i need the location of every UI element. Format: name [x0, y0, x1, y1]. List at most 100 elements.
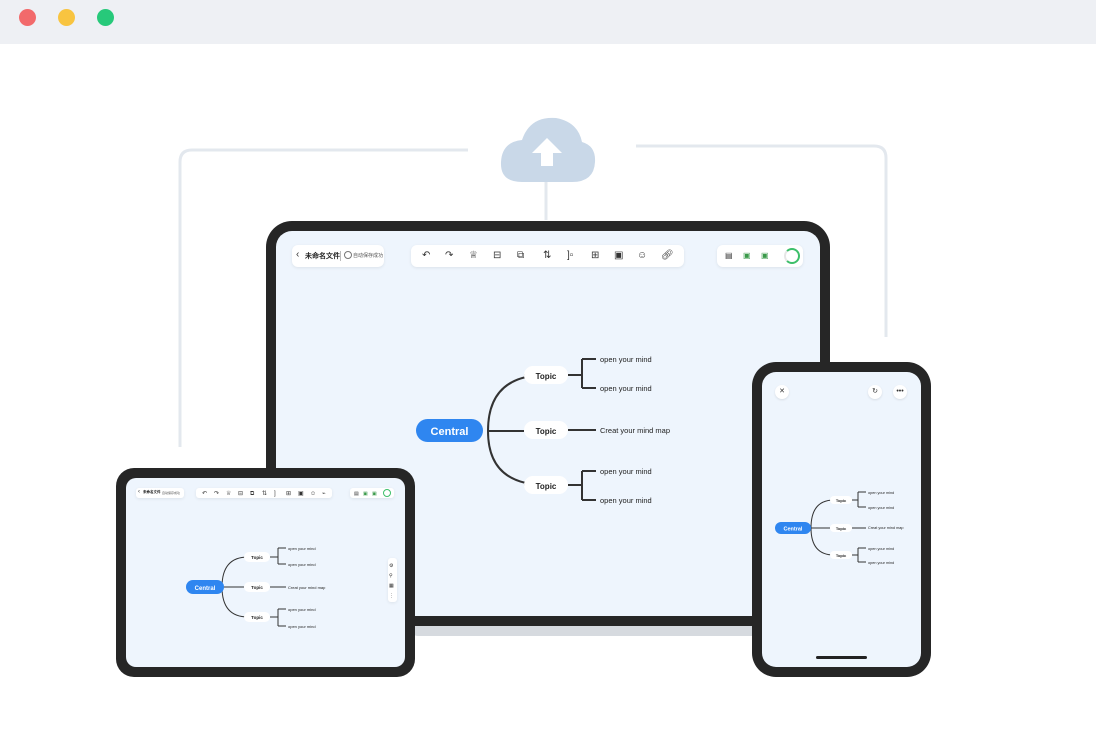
topic-label: Topic	[836, 526, 847, 531]
subtopic-label: open your mind	[868, 547, 894, 551]
topic-node	[244, 552, 270, 562]
save-status: 自动保存成功	[162, 490, 181, 495]
connector-left-line	[178, 148, 468, 447]
emoji-icon[interactable]: ☺	[637, 250, 648, 261]
topic-label: Topic	[251, 615, 263, 620]
subtopic-label: open your mind	[288, 607, 316, 612]
sibling-icon[interactable]: ⇅	[262, 491, 268, 497]
subtopic-icon[interactable]: ⊟	[493, 250, 502, 261]
home-indicator[interactable]	[816, 656, 867, 659]
avatar[interactable]	[383, 489, 391, 497]
save-check-icon	[344, 251, 352, 259]
avatar[interactable]	[784, 248, 800, 264]
more-icon[interactable]: ⋮	[389, 593, 394, 599]
connector-right-line	[636, 144, 888, 337]
subtopic-label: open your mind	[868, 506, 894, 510]
undo-icon[interactable]: ↶	[202, 491, 208, 497]
undo-icon[interactable]: ↶	[422, 250, 431, 261]
tablet-mindmap: Central Topic Topic Topic open your mind…	[186, 546, 326, 629]
tablet-title-bar: ‹ 未命名文件 自动保存成功	[136, 488, 184, 498]
sync-icon[interactable]: ↻	[868, 385, 882, 399]
sibling-icon[interactable]: ⇅	[543, 250, 552, 261]
theme-icon[interactable]: ♕	[469, 250, 478, 261]
close-window-button[interactable]	[19, 9, 36, 26]
tablet-screen: ‹ 未命名文件 自动保存成功 ↶ ↷ ♕ ⊟ ⧉ ⇅ ] ⊞ ▣ ☺ ⌁ ▤ ▣…	[126, 478, 405, 667]
topic-label: Topic	[836, 498, 847, 503]
subtopic-label: Creat your mind map	[288, 585, 326, 590]
subtopic-label: open your mind	[288, 562, 316, 567]
laptop-right-toolbar: ▤ ▣ ▣	[717, 245, 803, 267]
subtopic-label: open your mind	[868, 491, 894, 495]
topic-label: Topic	[251, 585, 263, 590]
subtopic-label: open your mind	[288, 546, 316, 551]
file-title[interactable]: 未命名文件	[305, 253, 340, 260]
image-icon[interactable]: ▣	[298, 491, 304, 497]
link-icon[interactable]: 🔗︎	[661, 250, 674, 261]
divider	[340, 251, 341, 261]
close-icon[interactable]: ✕	[775, 385, 789, 399]
topic-label: Topic	[536, 482, 557, 491]
topic-icon[interactable]: ⧉	[517, 250, 525, 261]
search-icon[interactable]: ⚲	[389, 573, 393, 579]
topic-node	[244, 582, 270, 592]
central-node	[186, 580, 224, 594]
laptop-title-bar: ‹ 未命名文件 自动保存成功	[292, 245, 384, 267]
subtopic-label: Creat your mind map	[868, 526, 903, 530]
phone-screen: ✕ ↻ ••• Central Topic Topic Topic open y…	[762, 372, 921, 667]
topic-label: Topic	[251, 555, 263, 560]
minimize-window-button[interactable]	[58, 9, 75, 26]
topic-label: Topic	[836, 553, 847, 558]
redo-icon[interactable]: ↷	[214, 491, 220, 497]
topic-node	[830, 551, 852, 559]
emoji-icon[interactable]: ☺	[310, 491, 317, 497]
tablet-toolbar: ↶ ↷ ♕ ⊟ ⧉ ⇅ ] ⊞ ▣ ☺ ⌁	[196, 488, 332, 498]
summary-icon[interactable]: ]	[274, 491, 276, 497]
topic-node	[830, 496, 852, 504]
subtopic-label: open your mind	[288, 624, 316, 629]
window-titlebar	[0, 0, 1096, 44]
share-icon[interactable]: ▣	[372, 491, 377, 497]
topic-node	[524, 476, 568, 494]
subtopic-icon[interactable]: ⊟	[238, 491, 244, 497]
subtopic-label: open your mind	[600, 384, 652, 393]
topic-node	[244, 612, 270, 622]
export-icon[interactable]: ▣	[363, 491, 368, 497]
back-icon[interactable]: ‹	[296, 249, 300, 260]
share-icon[interactable]: ▣	[761, 251, 769, 260]
export-icon[interactable]: ▣	[743, 251, 751, 260]
central-label: Central	[195, 586, 216, 592]
outline-icon[interactable]: ▤	[725, 251, 733, 260]
link-icon[interactable]: ⌁	[322, 491, 326, 497]
topic-node	[830, 524, 852, 532]
layout-icon[interactable]: ▦	[389, 583, 394, 589]
topic-icon[interactable]: ⧉	[250, 491, 255, 497]
image-icon[interactable]: ▣	[614, 250, 624, 261]
topic-label: Topic	[536, 427, 557, 436]
insert-icon[interactable]: ⊞	[591, 250, 600, 261]
maximize-window-button[interactable]	[97, 9, 114, 26]
redo-icon[interactable]: ↷	[445, 250, 454, 261]
summary-icon[interactable]: ]▫	[567, 250, 574, 261]
topic-node	[524, 366, 568, 384]
outline-icon[interactable]: ▤	[354, 491, 359, 497]
subtopic-label: open your mind	[600, 496, 652, 505]
file-title[interactable]: 未命名文件	[143, 490, 161, 494]
laptop-mindmap: Central Topic Topic Topic open your mind…	[416, 355, 670, 505]
tablet-side-toolbar: ⚙ ⚲ ▦ ⋮	[388, 558, 397, 602]
theme-icon[interactable]: ♕	[226, 491, 232, 497]
save-status: 自动保存成功	[353, 253, 384, 259]
more-icon[interactable]: •••	[893, 385, 907, 399]
central-node	[416, 419, 483, 442]
phone-mindmap: Central Topic Topic Topic open your mind…	[775, 491, 903, 565]
settings-icon[interactable]: ⚙	[389, 563, 394, 569]
subtopic-label: open your mind	[600, 355, 652, 364]
central-label: Central	[431, 426, 469, 438]
back-icon[interactable]: ‹	[138, 489, 140, 495]
laptop-toolbar: ↶ ↷ ♕ ⊟ ⧉ ⇅ ]▫ ⊞ ▣ ☺ 🔗︎	[411, 245, 684, 267]
central-label: Central	[784, 527, 803, 533]
insert-icon[interactable]: ⊞	[286, 491, 292, 497]
laptop-base	[410, 626, 762, 636]
topic-label: Topic	[536, 372, 557, 381]
topic-node	[524, 421, 568, 439]
